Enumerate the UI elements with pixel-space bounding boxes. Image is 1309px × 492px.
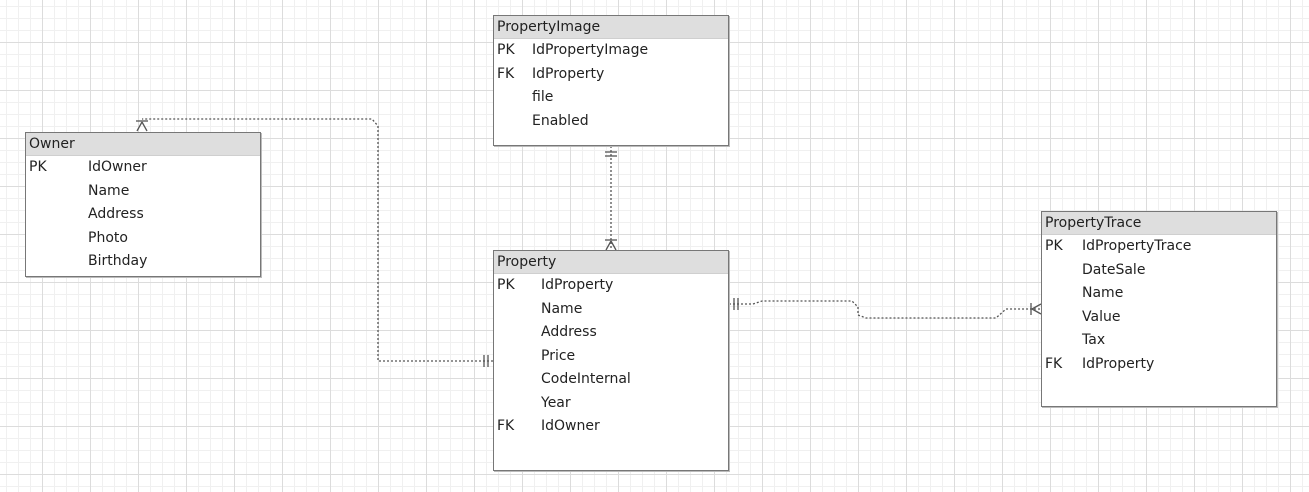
attribute-name: Name [541, 300, 583, 317]
key-badge: FK [1045, 355, 1063, 372]
attribute-name: CodeInternal [541, 371, 631, 387]
attribute-name: Birthday [88, 253, 148, 269]
attribute-row[interactable]: Address [494, 321, 728, 345]
attribute-name: Tax [1082, 332, 1106, 348]
attribute-row[interactable]: Birthday [26, 250, 260, 274]
entity-owner[interactable]: Owner PK IdOwner Name Address Photo Birt… [25, 132, 261, 277]
attribute-row[interactable]: FK IdProperty [1042, 353, 1276, 377]
attribute-row[interactable]: Year [494, 392, 728, 416]
attribute-name: IdPropertyTrace [1082, 238, 1192, 254]
attribute-row[interactable]: PK IdPropertyImage [494, 39, 728, 63]
attribute-row[interactable]: CodeInternal [494, 368, 728, 392]
entity-title: Property [494, 251, 728, 274]
attribute-row[interactable]: Name [1042, 282, 1276, 306]
key-badge: FK [497, 65, 515, 82]
key-badge: PK [29, 159, 47, 175]
key-badge: PK [497, 277, 515, 293]
attribute-name: file [532, 89, 554, 105]
entity-property-trace[interactable]: PropertyTrace PK IdPropertyTrace DateSal… [1041, 211, 1277, 407]
attribute-row[interactable]: Address [26, 203, 260, 227]
attribute-name: Address [88, 206, 144, 222]
key-badge: FK [497, 418, 515, 434]
attribute-name: IdOwner [88, 159, 147, 175]
attribute-row[interactable]: Photo [26, 227, 260, 251]
attribute-name: Value [1082, 308, 1121, 325]
attribute-name: IdProperty [1082, 355, 1155, 372]
connector-property-propertytrace[interactable] [729, 298, 1042, 319]
attribute-name: IdOwner [541, 418, 600, 434]
attribute-name: Price [541, 347, 576, 364]
key-badge: PK [497, 42, 515, 58]
attribute-row[interactable]: FK IdProperty [494, 63, 728, 87]
attribute-row[interactable]: PK IdOwner [26, 156, 260, 180]
entity-property[interactable]: Property PK IdProperty Name Address Pric… [493, 250, 729, 471]
key-badge: PK [1045, 238, 1063, 254]
entity-property-image[interactable]: PropertyImage PK IdPropertyImage FK IdPr… [493, 15, 729, 146]
attribute-row[interactable]: Value [1042, 306, 1276, 330]
attribute-name: IdProperty [532, 65, 605, 82]
entity-title: PropertyImage [494, 16, 728, 39]
connector-propertyimage-property[interactable] [605, 146, 617, 251]
attribute-name: Photo [88, 229, 128, 246]
attribute-row[interactable]: Price [494, 345, 728, 369]
attribute-name: IdProperty [541, 277, 614, 293]
entity-title: PropertyTrace [1042, 212, 1276, 235]
attribute-row[interactable]: Tax [1042, 329, 1276, 353]
attribute-row[interactable]: Name [26, 180, 260, 204]
attribute-name: Name [1082, 285, 1124, 301]
attribute-row[interactable]: PK IdPropertyTrace [1042, 235, 1276, 259]
attribute-row[interactable]: Name [494, 298, 728, 322]
entity-title: Owner [26, 133, 260, 156]
attribute-row[interactable]: FK IdOwner [494, 415, 728, 439]
attribute-row[interactable]: PK IdProperty [494, 274, 728, 298]
attribute-name: Name [88, 182, 130, 199]
attribute-name: Year [541, 394, 571, 411]
attribute-name: Enabled [532, 112, 589, 129]
attribute-name: DateSale [1082, 261, 1146, 278]
attribute-row[interactable]: DateSale [1042, 259, 1276, 283]
attribute-row[interactable]: Enabled [494, 110, 728, 134]
attribute-name: Address [541, 324, 597, 340]
attribute-row[interactable]: file [494, 86, 728, 110]
attribute-name: IdPropertyImage [532, 42, 649, 58]
